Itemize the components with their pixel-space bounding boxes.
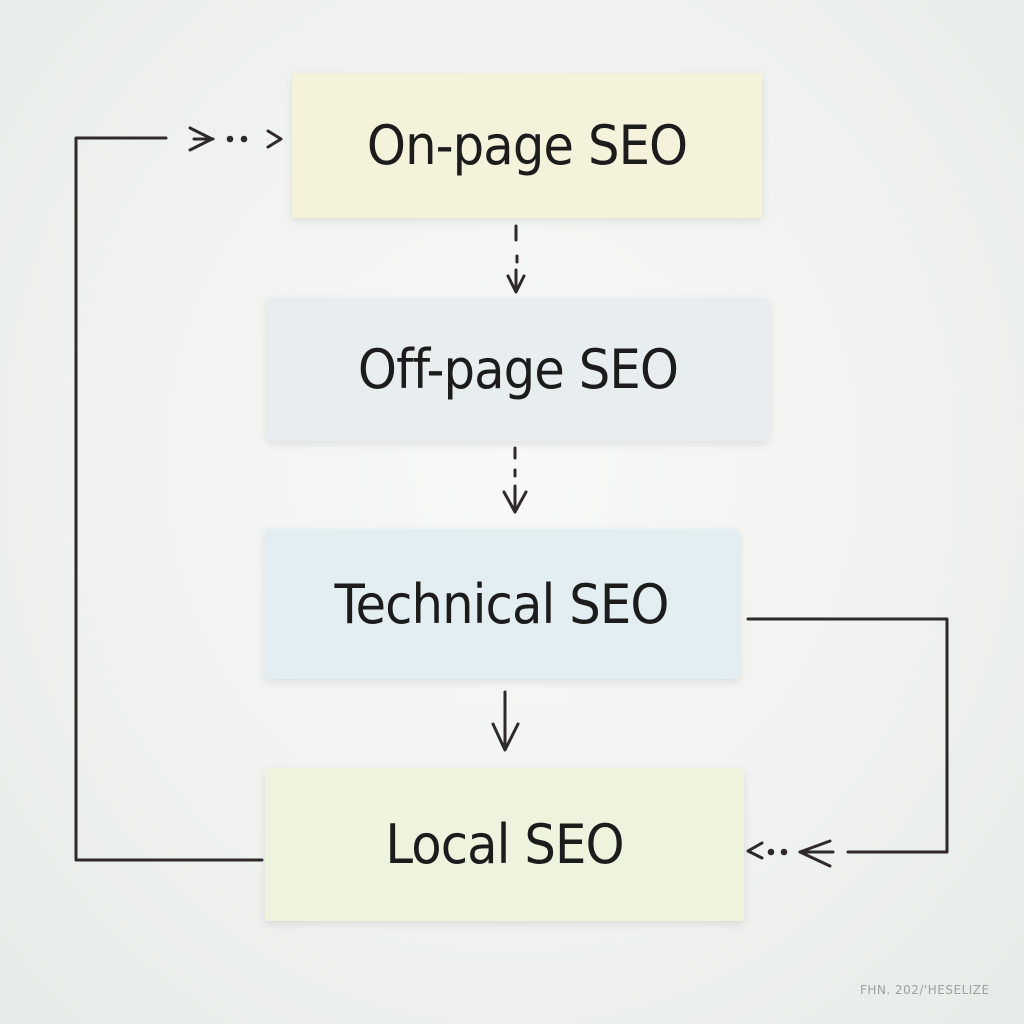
step-off-page-seo: Off-page SEO <box>267 298 769 441</box>
step-label: Local SEO <box>385 813 624 876</box>
step-local-seo: Local SEO <box>265 768 744 921</box>
watermark-text: FHN. 202/'HESELIZE <box>860 983 990 997</box>
arrow-local-to-onpage <box>74 126 283 862</box>
step-label: Off-page SEO <box>357 338 679 401</box>
arrow-technical-to-local-loop <box>746 617 949 868</box>
step-technical-seo: Technical SEO <box>265 529 739 679</box>
arrow-offpage-to-technical <box>502 446 528 514</box>
step-label: Technical SEO <box>335 572 670 636</box>
arrow-onpage-to-offpage <box>506 224 526 294</box>
arrow-technical-to-local <box>491 690 520 752</box>
step-on-page-seo: On-page SEO <box>292 73 762 218</box>
step-label: On-page SEO <box>366 114 688 177</box>
